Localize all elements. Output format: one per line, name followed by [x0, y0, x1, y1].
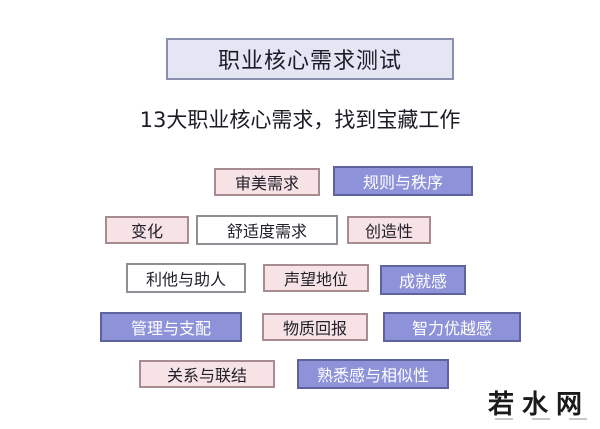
- page-subtitle: 13大职业核心需求，找到宝藏工作: [139, 108, 461, 132]
- tag-intellectual[interactable]: 智力优越感: [383, 312, 521, 342]
- watermark-logo: 若水网: [478, 384, 600, 429]
- tag-creativity[interactable]: 创造性: [347, 216, 431, 244]
- page-title: 职业核心需求测试: [166, 38, 454, 80]
- watermark-subtext-marks: [486, 418, 596, 421]
- tag-altruism[interactable]: 利他与助人: [126, 263, 246, 293]
- tag-familiarity[interactable]: 熟悉感与相似性: [297, 359, 449, 389]
- tag-comfort-need[interactable]: 舒适度需求: [196, 215, 338, 245]
- tag-material-reward[interactable]: 物质回报: [262, 313, 368, 341]
- tag-relationships[interactable]: 关系与联结: [139, 360, 275, 388]
- tag-prestige[interactable]: 声望地位: [263, 264, 369, 292]
- tag-rules-and-order[interactable]: 规则与秩序: [333, 166, 473, 196]
- tag-management[interactable]: 管理与支配: [100, 312, 242, 342]
- watermark-text: 若水网: [487, 390, 590, 420]
- tag-aesthetic-need[interactable]: 审美需求: [214, 168, 320, 196]
- tag-achievement[interactable]: 成就感: [380, 265, 466, 295]
- tag-change[interactable]: 变化: [105, 216, 189, 244]
